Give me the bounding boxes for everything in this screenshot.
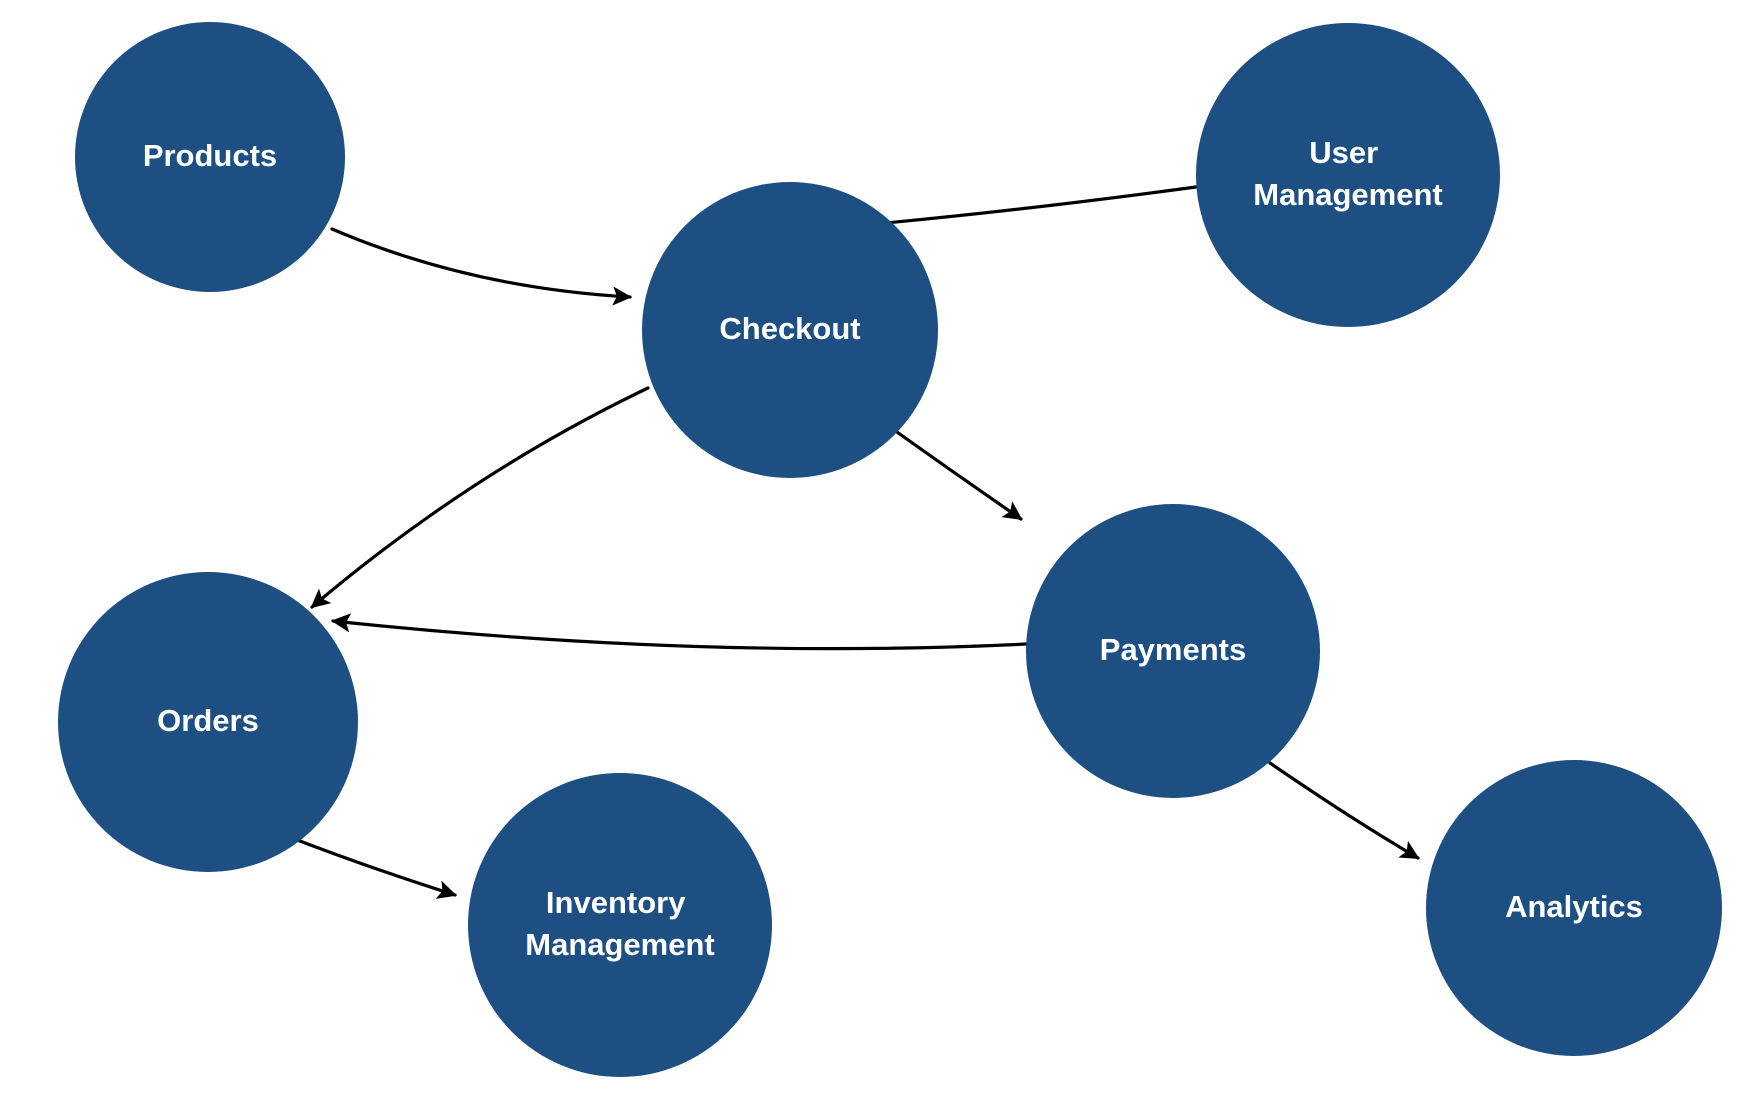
node-inventory-management-label-line-1: Inventory xyxy=(546,885,686,920)
edge-checkout-to-orders[interactable] xyxy=(310,386,650,609)
edge-user-management-to-checkout[interactable] xyxy=(851,185,1198,235)
node-inventory-management-label-line-2: Management xyxy=(525,927,714,962)
node-products-label-line-1: Products xyxy=(143,138,277,173)
node-orders-circle[interactable] xyxy=(58,572,358,872)
node-user-management-label: User Management xyxy=(1253,135,1442,212)
node-user-management-label-line-2: Management xyxy=(1253,177,1442,212)
node-checkout-circle[interactable] xyxy=(642,182,938,478)
edge-payments-to-orders[interactable] xyxy=(331,613,1029,651)
node-checkout[interactable]: Checkout xyxy=(642,182,938,478)
node-inventory-management[interactable]: Inventory Management xyxy=(468,773,772,1077)
node-user-management-label-line-1: User xyxy=(1309,135,1378,170)
node-products[interactable]: Products xyxy=(75,22,345,292)
node-products-label: Products xyxy=(143,138,277,173)
edge-checkout-to-payments[interactable] xyxy=(878,418,1023,521)
node-payments-circle[interactable] xyxy=(1026,504,1320,798)
node-orders[interactable]: Orders xyxy=(58,572,358,872)
node-user-management[interactable]: User Management xyxy=(1196,23,1500,327)
node-payments-label-line-1: Payments xyxy=(1100,632,1246,667)
edge-products-to-checkout[interactable] xyxy=(330,227,632,306)
node-analytics-label-line-1: Analytics xyxy=(1505,889,1643,924)
node-analytics-label: Analytics xyxy=(1505,889,1643,924)
node-orders-label-line-1: Orders xyxy=(157,703,259,738)
node-analytics[interactable]: Analytics xyxy=(1426,760,1722,1056)
node-analytics-circle[interactable] xyxy=(1426,760,1722,1056)
node-inventory-management-label: Inventory Management xyxy=(525,885,714,962)
edge-orders-to-inventory-management[interactable] xyxy=(290,836,457,899)
node-orders-label: Orders xyxy=(157,703,259,738)
node-payments[interactable]: Payments xyxy=(1026,504,1320,798)
edge-payments-to-analytics[interactable] xyxy=(1268,761,1420,860)
node-payments-label: Payments xyxy=(1100,632,1246,667)
node-products-circle[interactable] xyxy=(75,22,345,292)
node-inventory-management-circle[interactable] xyxy=(468,773,772,1077)
node-checkout-label: Checkout xyxy=(719,311,860,346)
node-layer: Products User Management Checkout xyxy=(58,22,1722,1077)
node-checkout-label-line-1: Checkout xyxy=(719,311,860,346)
node-user-management-circle[interactable] xyxy=(1196,23,1500,327)
